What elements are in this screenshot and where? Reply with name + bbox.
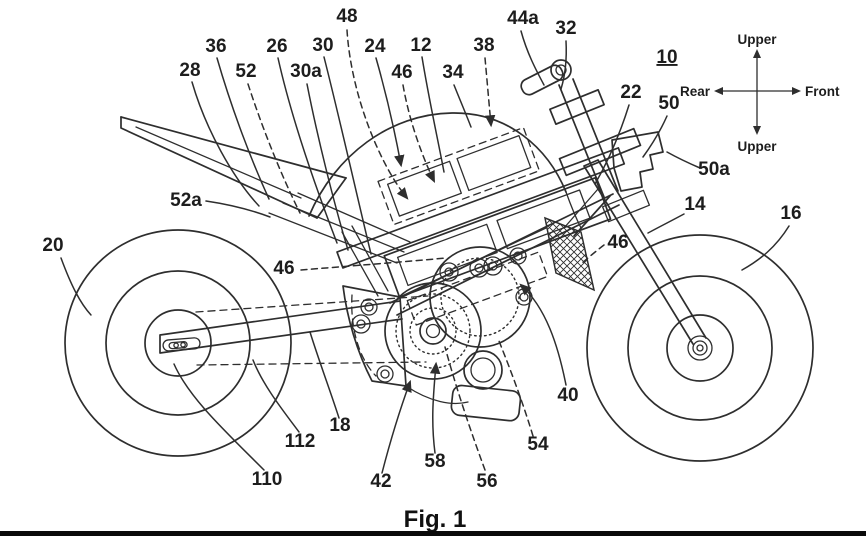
swingarm [159,295,429,366]
leader-58-29 [429,361,441,454]
leader-30-5 [323,56,372,255]
front-fork-tube [583,159,707,345]
leader-18-25 [309,331,340,419]
ref-label-18-25: 18 [329,415,350,436]
ref-label-14-18: 14 [684,194,706,215]
ref-label-50-16: 50 [658,93,679,114]
leader-16-19 [741,225,790,271]
ref-label-52-11: 52 [235,61,256,82]
lower-cover [450,384,522,422]
arrow-right-icon [792,87,801,95]
leader-34-14 [453,84,472,128]
leader-50a-17 [666,151,701,169]
orientation-compass: Upper Upper Rear Front [680,32,840,154]
leader-26-4 [277,57,338,244]
leader-28-10 [191,81,260,207]
leader-42-28 [381,379,412,474]
leader-48-0 [346,29,409,200]
leader-46-13 [402,84,435,184]
ref-label-46-13: 46 [391,62,412,83]
leader-50-16 [642,115,668,158]
ref-label-46-22: 46 [607,232,628,253]
battery-box-hidden [377,126,541,226]
ref-label-110-27: 110 [252,469,283,490]
radiator-mesh [543,216,596,292]
ref-label-34-14: 34 [442,62,464,83]
arrow-left-icon [714,87,723,95]
reference-numerals: 48 44a 32 36 26 30 24 12 38 10 28 52 30a 46 34 22 50 50a 1… [42,6,801,492]
leader-36-3 [216,57,270,200]
ref-label-16-19: 16 [780,203,801,224]
engine-unit [342,216,596,422]
ref-label-58-29: 58 [424,451,445,472]
arrow-down-icon [753,126,761,135]
subframe-rails [268,192,411,297]
ref-label-30a-12: 30a [290,61,322,82]
ref-label-36-3: 36 [205,36,226,57]
leader-14-18 [647,213,685,234]
ref-label-46-23: 46 [273,258,294,279]
compass-down-label: Upper [737,139,777,154]
hidden-chain-line [195,295,429,313]
leader-40-24 [519,283,567,386]
ref-label-22-15: 22 [620,82,641,103]
ref-label-10-9: 10 [656,47,677,68]
headlamp-bracket [611,131,664,192]
engine-mount-bracket [342,285,407,387]
leader-38-8 [484,57,496,128]
leader-44a-1 [520,30,545,86]
ref-label-48-0: 48 [336,6,357,27]
leader-56-30 [444,346,486,471]
arrow-up-icon [753,49,761,58]
ref-label-24-6: 24 [364,36,386,57]
compass-left-label: Rear [680,84,711,99]
ref-label-54-31: 54 [527,434,549,455]
leader-52-11 [247,83,301,214]
ref-label-56-30: 56 [476,471,497,492]
figure-caption: Fig. 1 [404,506,467,533]
leader-46-22 [580,244,605,265]
output-shaft [463,350,503,390]
leader-24-6 [375,57,405,168]
handlebar-boss [550,59,572,81]
ref-label-40-24: 40 [557,385,578,406]
bottom-rule [0,531,866,536]
leader-54-31 [498,340,534,437]
leader-22-15 [594,104,630,185]
steering-fork [520,59,707,345]
ref-label-38-8: 38 [473,35,494,56]
leader-32-2 [560,40,567,90]
tank-cover [308,112,582,229]
rear-wheel [64,229,292,457]
ref-label-26-4: 26 [266,36,287,57]
ref-label-50a-17: 50a [698,159,730,180]
clutch-cover [429,246,531,348]
ref-label-28-10: 28 [179,60,200,81]
leader-30a-12 [306,83,349,251]
motor-case [384,282,482,380]
compass-right-label: Front [805,84,840,99]
leader-46-23 [300,257,447,271]
leader-20-21 [60,257,92,316]
ref-label-112-26: 112 [285,431,316,452]
hidden-chain-line [196,361,427,366]
leader-110-27 [173,363,265,471]
seat-tail [120,116,347,219]
ref-label-44a-1: 44a [507,8,539,29]
leader-112-26 [252,359,300,433]
ref-label-12-7: 12 [410,35,431,56]
ref-label-52a-20: 52a [170,190,202,211]
leader-lines [60,29,790,474]
leader-12-7 [421,56,445,173]
ref-label-30-5: 30 [312,35,333,56]
ref-label-20-21: 20 [42,235,63,256]
ref-label-32-2: 32 [555,18,576,39]
compass-up-label: Upper [737,32,777,47]
front-wheel [586,234,814,462]
ref-label-42-28: 42 [370,471,391,492]
leader-52a-20 [205,200,271,218]
